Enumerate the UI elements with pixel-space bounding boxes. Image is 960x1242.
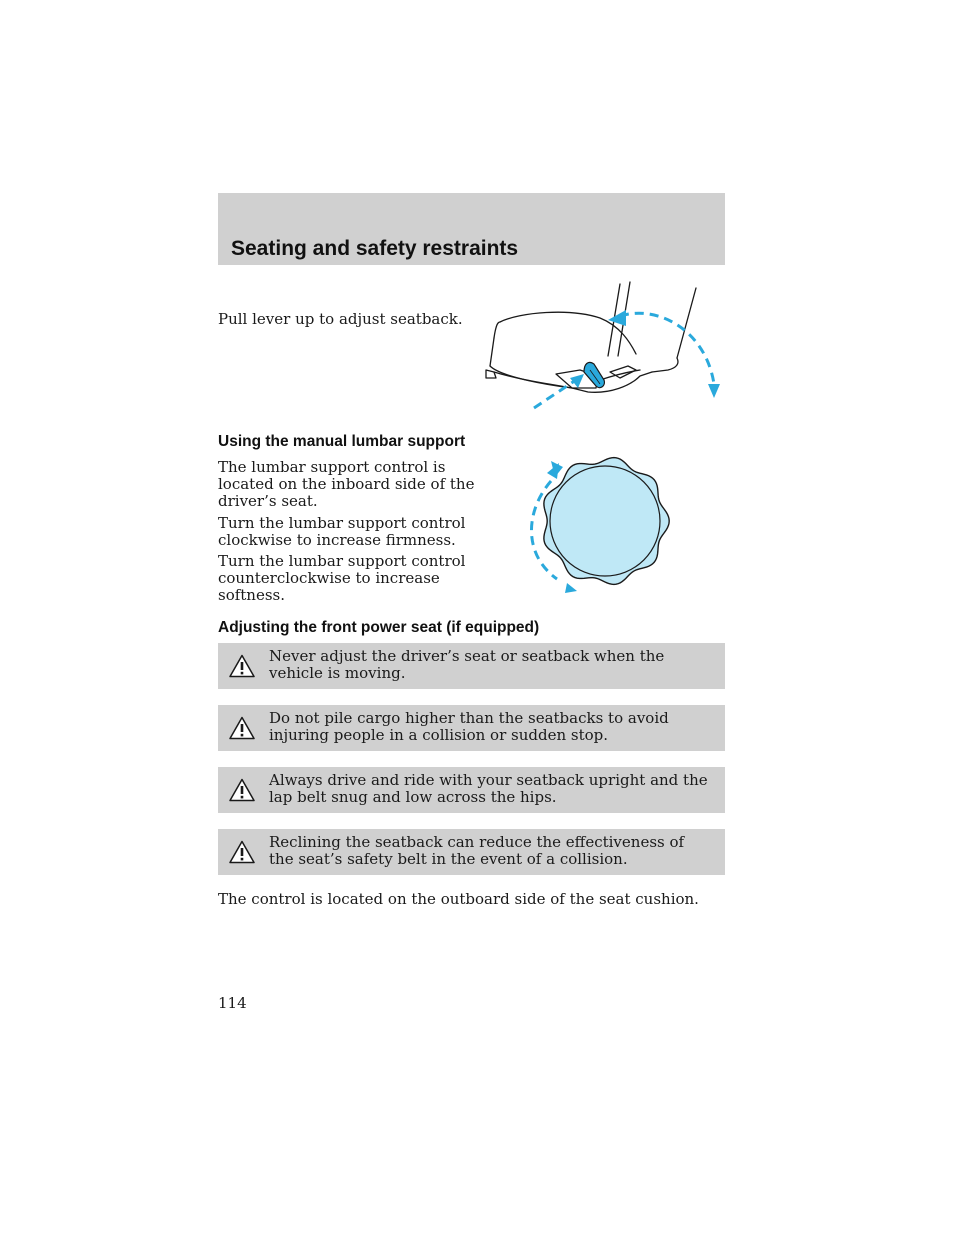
- control-location-text: The control is located on the outboard s…: [218, 890, 699, 908]
- section-header-band: Seating and safety restraints: [218, 193, 725, 265]
- warning-text-3: Always drive and ride with your seatback…: [269, 771, 708, 806]
- seat-recline-lever-illustration: [485, 281, 720, 410]
- warning-triangle-icon: [229, 654, 255, 678]
- warning-text-1: Never adjust the driver’s seat or seatba…: [269, 647, 665, 682]
- lumbar-paragraph-3: Turn the lumbar support control counterc…: [218, 552, 466, 604]
- lumbar-paragraph-2: Turn the lumbar support control clockwis…: [218, 514, 466, 549]
- warning-triangle-icon: [229, 716, 255, 740]
- page-number: 114: [218, 994, 247, 1012]
- seatback-instruction: Pull lever up to adjust seatback.: [218, 310, 463, 328]
- lumbar-paragraph-1: The lumbar support control is located on…: [218, 458, 475, 510]
- warning-text-4: Reclining the seatback can reduce the ef…: [269, 833, 685, 868]
- warning-box-2: Do not pile cargo higher than the seatba…: [218, 705, 725, 751]
- section-title: Seating and safety restraints: [231, 237, 519, 260]
- power-seat-heading: Adjusting the front power seat (if equip…: [218, 619, 540, 636]
- warning-triangle-icon: [229, 840, 255, 864]
- lumbar-knob-illustration: [530, 456, 670, 593]
- lumbar-heading: Using the manual lumbar support: [218, 433, 466, 450]
- warning-box-3: Always drive and ride with your seatback…: [218, 767, 725, 813]
- warning-triangle-icon: [229, 778, 255, 802]
- warning-box-4: Reclining the seatback can reduce the ef…: [218, 829, 725, 875]
- warning-text-2: Do not pile cargo higher than the seatba…: [269, 709, 669, 744]
- warning-box-1: Never adjust the driver’s seat or seatba…: [218, 643, 725, 689]
